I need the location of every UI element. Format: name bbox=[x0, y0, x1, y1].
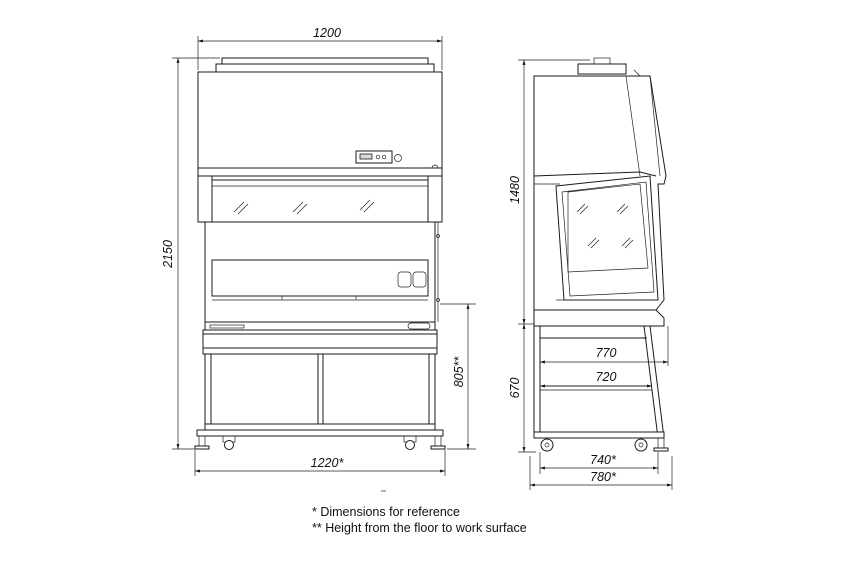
dim-side-770: 770 bbox=[540, 326, 669, 366]
dim-label-1220: 1220* bbox=[311, 456, 345, 470]
side-stand bbox=[533, 325, 669, 452]
dim-label-770: 770 bbox=[596, 346, 617, 360]
dim-side-720: 720 bbox=[540, 370, 652, 388]
dim-front-width: 1200 bbox=[197, 26, 443, 70]
front-view: 1200 2150 805** 1220* bbox=[161, 26, 476, 492]
dim-side-740: 740* bbox=[539, 452, 659, 474]
dim-side-780: 780* bbox=[529, 456, 673, 490]
dim-front-height: 2150 bbox=[161, 57, 220, 450]
side-view: 1480 670 770 720 740* bbox=[508, 57, 673, 490]
dim-side-stand: 670 bbox=[508, 324, 536, 453]
dim-label-1480: 1480 bbox=[508, 176, 522, 204]
side-sash bbox=[555, 175, 659, 301]
dim-label-1200: 1200 bbox=[313, 26, 341, 40]
note-floor-height: ** Height from the floor to work surface bbox=[312, 521, 527, 535]
dim-label-780: 780* bbox=[590, 470, 617, 484]
front-stand bbox=[194, 353, 446, 450]
dim-label-2150: 2150 bbox=[161, 240, 175, 269]
dim-side-upper: 1480 bbox=[508, 59, 590, 325]
dim-label-670: 670 bbox=[508, 378, 522, 399]
power-sockets bbox=[397, 271, 427, 288]
note-reference: * Dimensions for reference bbox=[312, 505, 460, 519]
dim-front-base: 1220* bbox=[194, 450, 446, 476]
dim-label-740: 740* bbox=[590, 453, 617, 467]
dim-work-surface: 805** bbox=[440, 303, 476, 450]
dim-label-720: 720 bbox=[596, 370, 617, 384]
dim-label-805: 805** bbox=[452, 356, 466, 388]
